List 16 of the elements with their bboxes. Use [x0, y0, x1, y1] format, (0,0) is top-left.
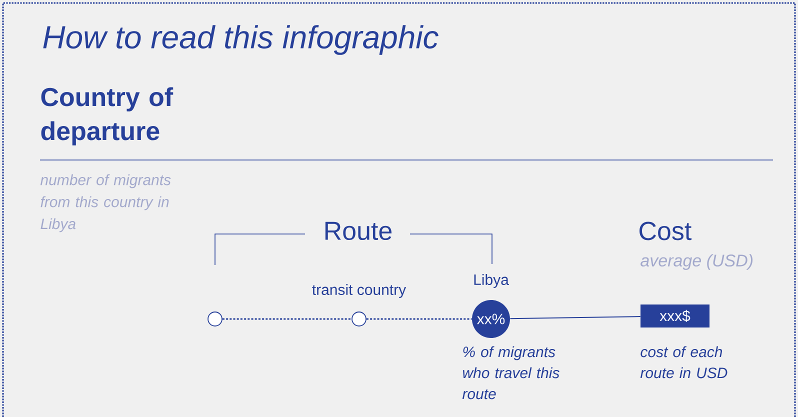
stop-circle: [352, 312, 366, 326]
connector-line: [510, 316, 641, 320]
connector-line: [222, 318, 352, 320]
note-text: cost of each route in USD: [640, 346, 728, 378]
heading: Route: [321, 220, 395, 242]
caption-text: number of migrants from this country in Libya: [40, 174, 171, 232]
title: How to read this infographic: [43, 25, 438, 55]
caption-text: average (USD): [640, 254, 753, 270]
heading: Country of departure: [41, 87, 174, 146]
node-caption: transit country: [312, 284, 406, 298]
heading: Cost: [640, 222, 692, 240]
value-box: xxx$: [640, 304, 710, 328]
note-text: % of migrants who travel this route: [462, 346, 560, 400]
stop-circle: [208, 312, 222, 326]
connector-line: [366, 318, 472, 320]
node-caption: Libya: [474, 274, 509, 288]
